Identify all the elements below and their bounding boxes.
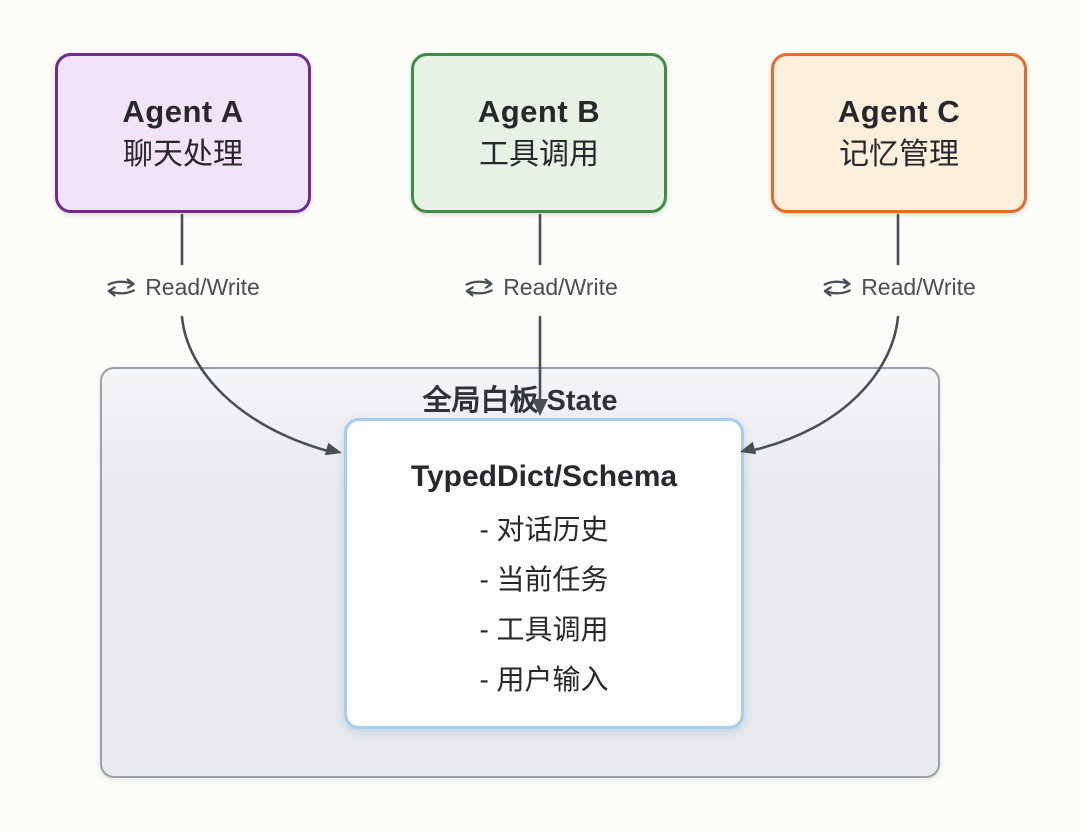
- read-write-text: Read/Write: [503, 274, 618, 300]
- schema-item: - 用户输入: [479, 664, 609, 695]
- read-write-label-a: Read/Write: [106, 274, 260, 301]
- agent-b-subtitle: 工具调用: [479, 138, 599, 172]
- agent-a-node: Agent A 聊天处理: [55, 53, 311, 213]
- read-write-label-c: Read/Write: [822, 274, 976, 301]
- agent-a-title: Agent A: [122, 93, 244, 129]
- agent-c-title: Agent C: [837, 93, 961, 129]
- schema-item: - 当前任务: [479, 564, 609, 595]
- read-write-text: Read/Write: [861, 274, 976, 300]
- read-write-label-b: Read/Write: [464, 274, 618, 301]
- whiteboard-container: 全局白板 State TypedDict/Schema - 对话历史 - 当前任…: [100, 367, 940, 778]
- swap-arrows-icon: [465, 278, 493, 297]
- agent-b-title: Agent B: [477, 93, 601, 129]
- whiteboard-title: 全局白板 State: [422, 385, 618, 417]
- agent-a-subtitle: 聊天处理: [123, 138, 243, 172]
- schema-item-list: - 对话历史 - 当前任务 - 工具调用 - 用户输入: [347, 505, 741, 705]
- agent-c-node: Agent C 记忆管理: [771, 53, 1027, 213]
- read-write-text: Read/Write: [145, 274, 260, 300]
- agent-b-node: Agent B 工具调用: [411, 53, 667, 213]
- schema-item: - 对话历史: [479, 514, 609, 545]
- agent-c-subtitle: 记忆管理: [839, 138, 959, 172]
- schema-item: - 工具调用: [479, 614, 609, 645]
- schema-title: TypedDict/Schema: [410, 460, 678, 493]
- swap-arrows-icon: [823, 278, 851, 297]
- swap-arrows-icon: [107, 278, 135, 297]
- schema-box: TypedDict/Schema - 对话历史 - 当前任务 - 工具调用 - …: [344, 418, 744, 729]
